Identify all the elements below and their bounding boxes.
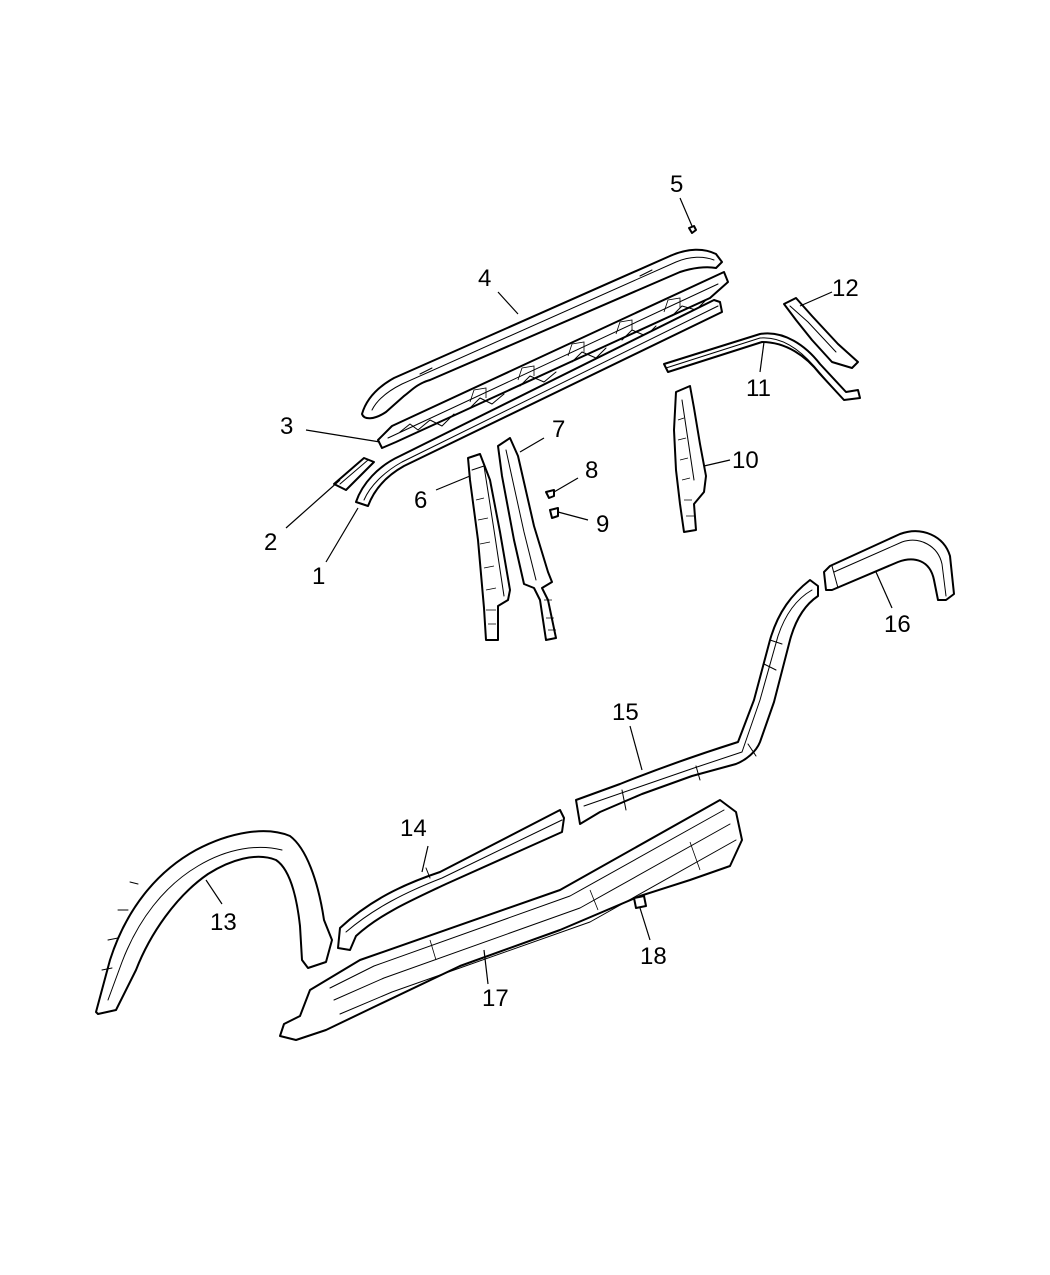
part-2-trim-piece <box>333 457 375 491</box>
part-9-clip <box>549 507 559 519</box>
callout-18: 18 <box>640 943 667 970</box>
callout-2: 2 <box>264 529 277 556</box>
callout-7: 7 <box>552 416 565 443</box>
part-17-rocker-panel <box>279 799 743 1041</box>
part-1-roof-moulding <box>355 299 723 507</box>
callout-9: 9 <box>596 511 609 538</box>
callout-5: 5 <box>670 171 683 198</box>
part-16-rear-wheel-flare <box>823 530 955 601</box>
leader-lines <box>205 197 893 985</box>
callout-6: 6 <box>414 487 427 514</box>
part-5-clip <box>688 225 697 234</box>
callout-15: 15 <box>612 699 639 726</box>
callout-13: 13 <box>210 909 237 936</box>
part-8-clip <box>545 489 555 499</box>
callout-17: 17 <box>482 985 509 1012</box>
callout-labels: 1 2 3 4 5 6 7 8 9 10 11 12 13 14 15 16 1… <box>210 171 911 1012</box>
callout-3: 3 <box>280 413 293 440</box>
part-15-rear-moulding <box>575 579 819 825</box>
callout-8: 8 <box>585 457 598 484</box>
part-6-b-pillar-applique <box>467 453 511 641</box>
callout-4: 4 <box>478 265 491 292</box>
callout-10: 10 <box>732 447 759 474</box>
part-14-door-moulding <box>337 809 565 951</box>
part-12-quarter-applique <box>783 297 859 369</box>
callout-12: 12 <box>832 275 859 302</box>
callout-1: 1 <box>312 563 325 590</box>
part-7-pillar-applique <box>497 437 557 641</box>
callout-16: 16 <box>884 611 911 638</box>
part-13-front-wheel-flare <box>95 830 333 1015</box>
callout-11: 11 <box>746 375 771 402</box>
part-10-d-pillar-applique <box>673 385 707 533</box>
part-3-rail-base <box>377 271 729 449</box>
callout-14: 14 <box>400 815 427 842</box>
part-18-clip <box>633 895 647 909</box>
part-4-roof-rail <box>361 248 723 420</box>
part-11-rear-moulding <box>663 332 861 401</box>
